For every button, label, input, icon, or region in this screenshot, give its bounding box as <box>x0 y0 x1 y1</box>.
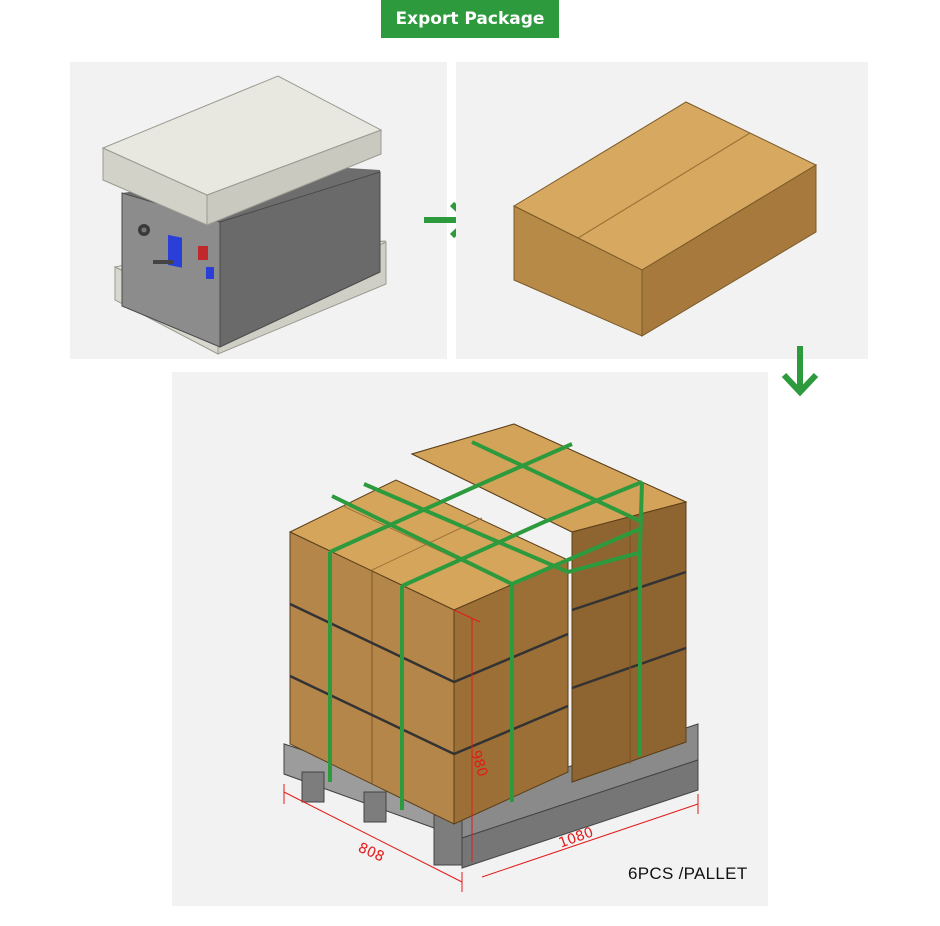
step-palletized-cartons: 980 808 1080 <box>172 372 768 906</box>
pallet-straps <box>328 440 644 810</box>
arrow-down-icon <box>781 346 819 397</box>
dimension-lines <box>283 609 699 892</box>
dimension-width-label: 808 <box>356 840 387 865</box>
dimension-height-label: 980 <box>467 748 490 778</box>
carton-illustration <box>512 101 818 337</box>
battery-foam-illustration <box>101 75 387 355</box>
step-carton-box <box>456 62 868 359</box>
page-title: Export Package <box>381 0 559 38</box>
pallet-caption: 6PCS /PALLET <box>628 864 748 883</box>
pallet-illustration: 980 808 1080 <box>283 423 699 892</box>
step-battery-in-foam <box>70 62 447 359</box>
